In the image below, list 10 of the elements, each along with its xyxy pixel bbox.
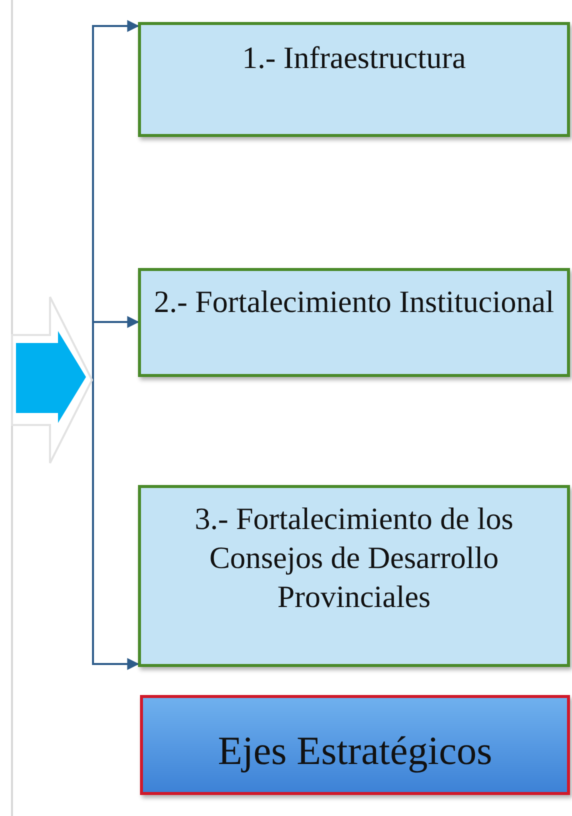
process-box [138,268,570,377]
arrow-shape [10,295,93,465]
arrow [92,380,140,670]
box-label: 3.- Fortalecimiento de los Consejos de Desarrollo Provinciales [194,500,514,616]
process-box [138,485,570,667]
title-box [140,695,570,795]
box-label: 1.- Infraestructura [241,39,467,77]
heading: Ejes Estratégicos [216,727,494,775]
box-label: 2.- Fortalecimiento Institucional [152,283,556,321]
process-box [138,22,570,137]
